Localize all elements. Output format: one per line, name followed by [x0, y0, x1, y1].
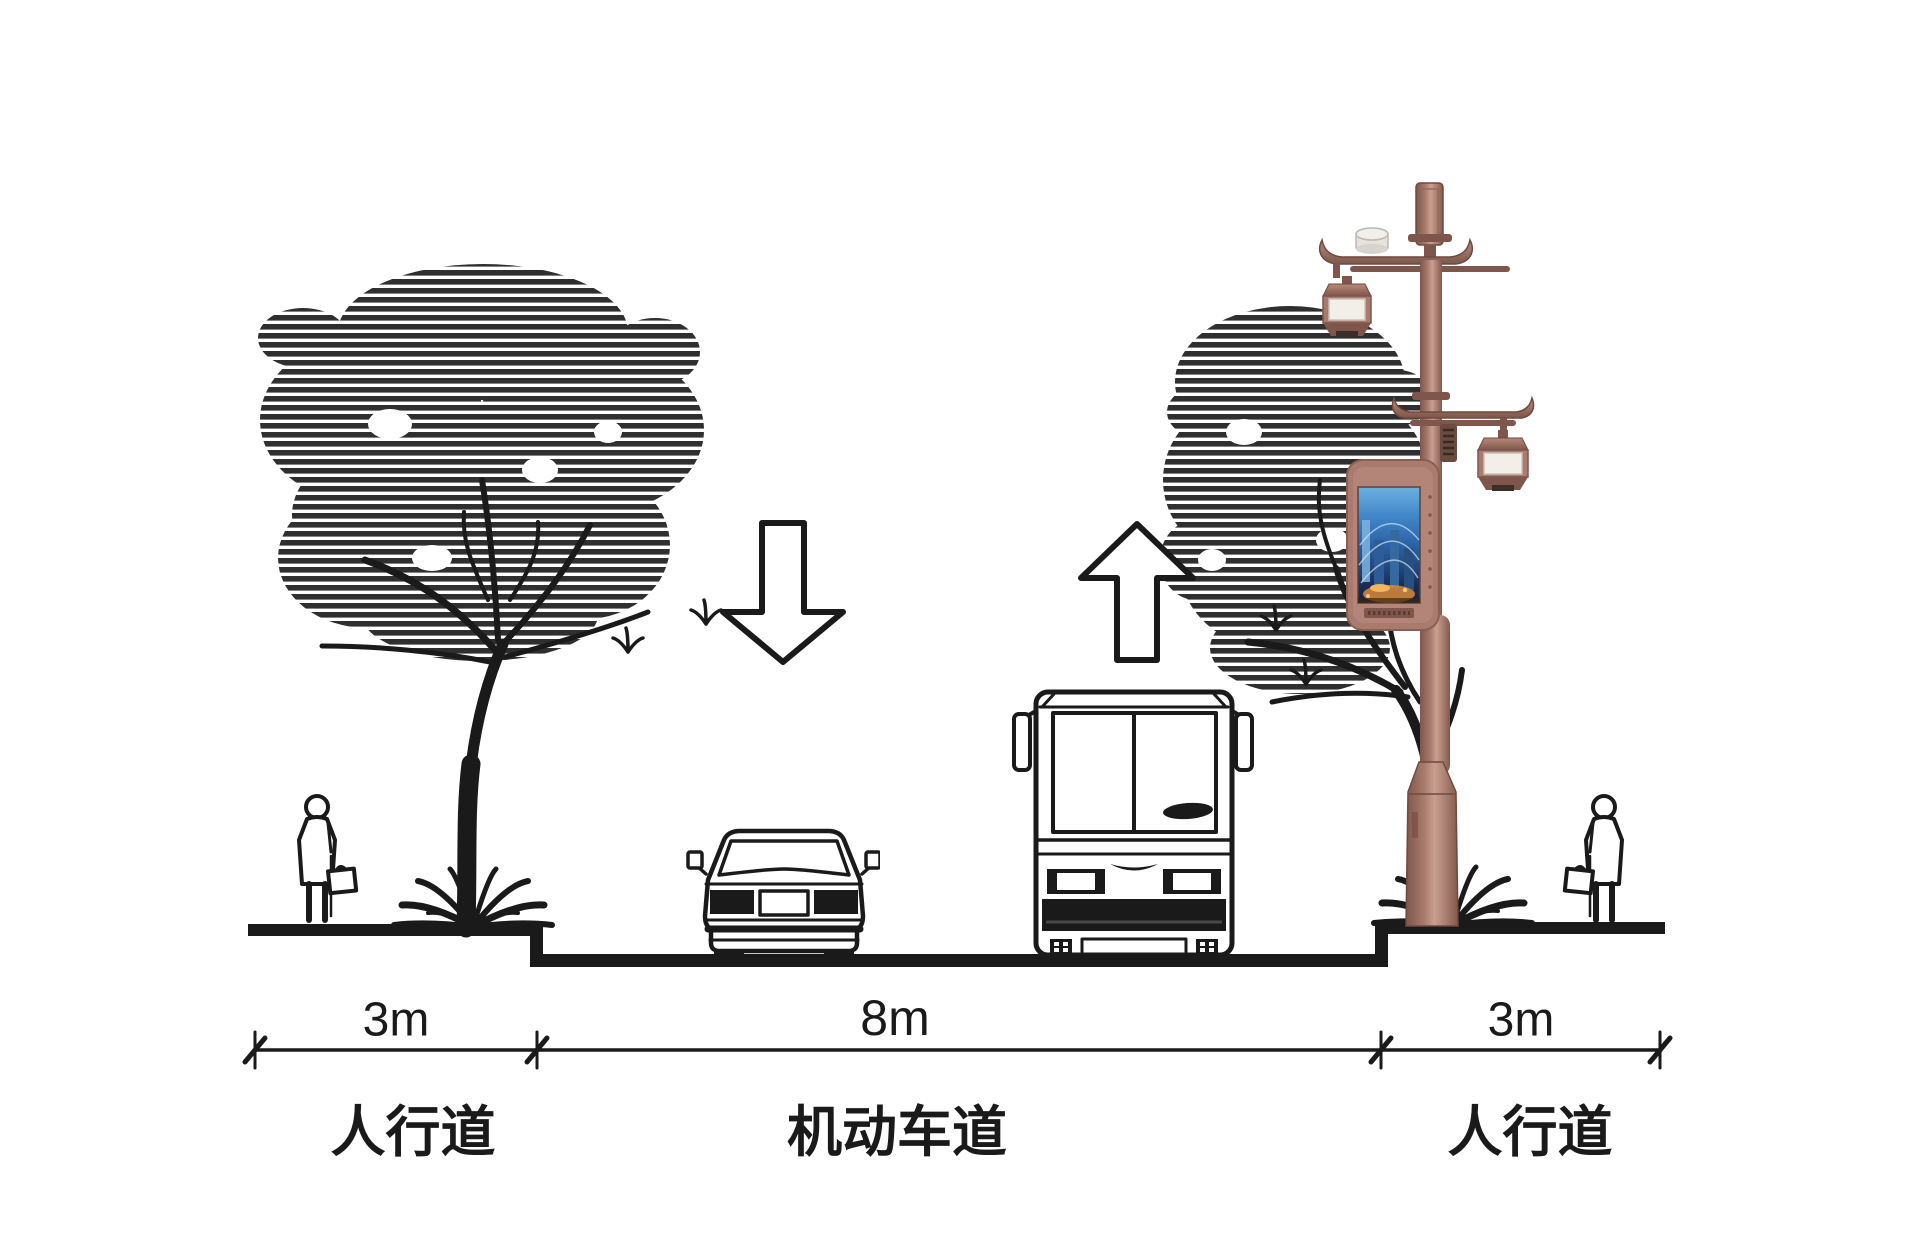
briefcase-icon	[1562, 864, 1595, 896]
dimension-label-left-sidewalk: 3m	[362, 993, 430, 1047]
car-icon	[686, 828, 880, 960]
shrub-icon	[391, 866, 555, 931]
dimension-line	[242, 1030, 1673, 1070]
briefcase-icon	[326, 864, 359, 896]
bus-left-headlight	[1057, 873, 1095, 890]
lamp-cross-arm-upper	[1318, 234, 1510, 272]
lantern-icon	[1477, 418, 1529, 491]
zone-label-left-sidewalk: 人行道	[330, 1101, 496, 1163]
grass-tuft-icon	[611, 598, 723, 654]
bus-license-plate	[1080, 937, 1188, 956]
lantern-icon	[1322, 262, 1372, 337]
car-windshield	[717, 839, 851, 877]
bus-icon	[1012, 689, 1254, 958]
lamp-base	[1405, 761, 1459, 927]
pedestrian-icon	[297, 794, 359, 923]
sensor-icon	[1355, 227, 1389, 254]
grass-tuft-icon	[1259, 604, 1323, 686]
lamp-cross-arm-lower	[1391, 392, 1535, 426]
zone-label-roadway: 机动车道	[786, 1101, 1008, 1163]
dimension-tick	[242, 1030, 268, 1070]
bus-bumper	[1042, 899, 1226, 931]
bus-left-mirror	[1012, 712, 1032, 772]
car-right-headlight	[814, 890, 858, 914]
car-left-headlight	[710, 890, 754, 914]
dimension-label-roadway: 8m	[860, 990, 930, 1046]
dimension-label-right-sidewalk: 3m	[1487, 993, 1555, 1047]
zone-label-right-sidewalk: 人行道	[1447, 1101, 1613, 1163]
dimension-tick	[1647, 1030, 1673, 1070]
dimension-tick	[1368, 1030, 1394, 1070]
tree-canopy	[258, 264, 704, 661]
lamp-screen-icon	[1346, 459, 1440, 631]
car-license-plate	[758, 889, 810, 917]
bus-right-headlight	[1173, 873, 1211, 890]
dimension-tick	[524, 1030, 550, 1070]
up-arrow-icon	[1078, 521, 1196, 663]
bus-emblem	[1110, 864, 1158, 871]
speaker-grille-icon	[1440, 424, 1457, 462]
tree-icon	[258, 264, 723, 938]
bus-right-mirror	[1234, 712, 1254, 772]
bus-wiper	[1163, 802, 1213, 820]
pedestrian-icon	[1562, 794, 1624, 923]
smart-lamp-post-icon	[1318, 182, 1535, 927]
down-arrow-icon	[720, 520, 846, 665]
